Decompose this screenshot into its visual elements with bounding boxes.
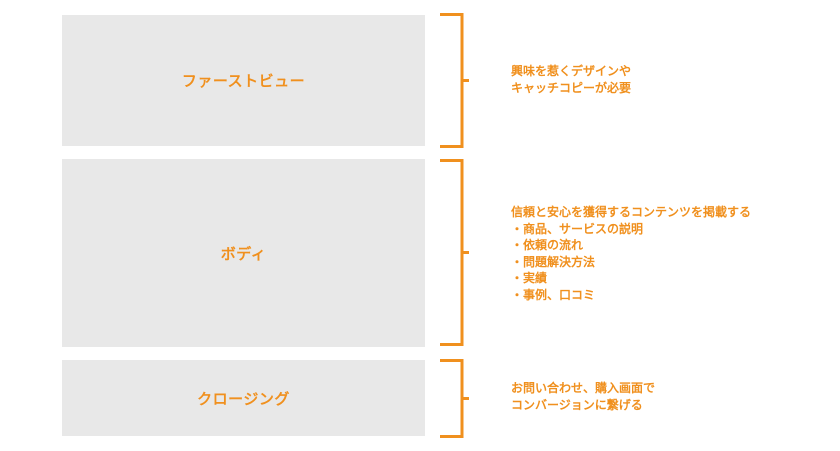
first-view-description: 興味を惹くデザインや キャッチコピーが必要 [511,63,631,96]
description-line: ・実績 [511,271,548,285]
body-bracket [440,159,469,346]
closing-description: お問い合わせ、購入画面で コンバージョンに繋げる [511,380,655,413]
closing-bracket [440,359,469,438]
body-description: 信頼と安心を獲得するコンテンツを掲載する ・商品、サービスの説明 ・依頼の流れ … [511,204,751,303]
description-line: コンバージョンに繋げる [511,397,643,412]
description-line: 信頼と安心を獲得するコンテンツを掲載する [511,205,752,219]
description-line: ・事例、口コミ [511,287,596,302]
body-label: ボディ [220,244,267,263]
first-view-label: ファーストビュー [181,72,306,90]
description-line: お問い合わせ、購入画面で [511,381,656,395]
description-line: ・商品、サービスの説明 [511,221,644,236]
description-line: 興味を惹くデザインや [511,64,632,78]
first-view-bracket [440,13,469,148]
body-block: ボディ [62,159,425,347]
description-line: ・依頼の流れ [511,238,584,252]
closing-label: クロージング [197,389,290,408]
description-line: ・問題解決方法 [511,254,596,269]
closing-block: クロージング [62,360,425,436]
description-line: キャッチコピーが必要 [511,80,632,95]
first-view-block: ファーストビュー [62,15,425,146]
